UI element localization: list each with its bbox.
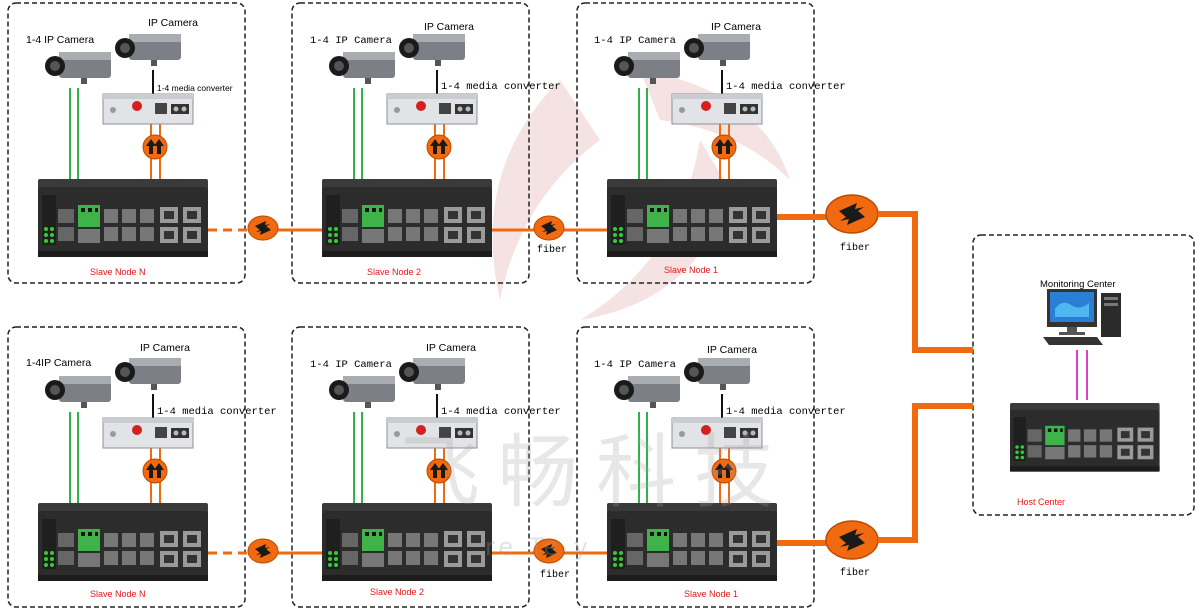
camera-left-label: 1-4 IP Camera [310,35,392,47]
node-label: Slave Node 1 [664,265,718,275]
fiber-coupler-icon [247,538,279,564]
ip-camera-icon [45,376,111,408]
camera-left-label: 1-4 IP Camera [594,35,676,47]
computer-icon [1043,289,1121,345]
media-converter-icon [102,417,194,449]
industrial-switch-icon [607,179,777,257]
industrial-switch-icon [38,179,208,257]
node-box [291,326,530,608]
converter-label: 1-4 media converter [441,406,561,418]
up-arrows-icon [711,134,737,160]
node-box [291,2,530,284]
node-label: Slave Node N [90,267,146,277]
node-box [7,2,246,284]
fiber-label: fiber [840,242,870,254]
camera-left-label: 1-4 IP Camera [310,359,392,371]
slave-node [322,358,492,581]
node-label: Slave Node 2 [370,587,424,597]
camera-right-label: IP Camera [711,21,761,33]
ip-camera-icon [614,376,680,408]
fiber-coupler-icon [247,215,279,241]
fiber-label: fiber [840,567,870,579]
watermark-text: 飞畅科技 [400,426,792,519]
slave-node [38,358,208,581]
node-box [7,326,246,608]
ip-camera-icon [115,358,181,390]
converter-label: 1-4 media converter [726,81,846,93]
watermark-latin: re Te y [485,533,592,561]
up-arrows-icon [142,134,168,160]
camera-right-label: IP Camera [140,342,190,354]
industrial-switch-icon [38,503,208,581]
camera-right-label: IP Camera [426,342,476,354]
camera-right-label: IP Camera [148,17,198,29]
industrial-switch-icon [322,179,492,257]
node-label: Slave Node N [90,589,146,599]
camera-left-label: 1-4IP Camera [26,357,91,369]
camera-right-label: IP Camera [424,21,474,33]
fiber-coupler-icon [825,194,879,234]
node-label: Slave Node 2 [367,267,421,277]
ip-camera-icon [399,358,465,390]
ip-camera-icon [45,52,111,84]
media-converter-icon [671,93,763,125]
node-box [576,2,815,284]
slave-node [322,34,492,257]
up-arrows-icon [426,134,452,160]
ip-camera-icon [329,52,395,84]
ip-camera-icon [329,376,395,408]
fiber-coupler-icon [533,215,565,241]
camera-left-label: 1-4 IP Camera [26,34,94,46]
fiber-label: fiber [537,244,567,256]
camera-left-label: 1-4 IP Camera [594,359,676,371]
ip-camera-icon [399,34,465,66]
media-converter-icon [102,93,194,125]
slave-node [607,358,777,581]
up-arrows-icon [142,458,168,484]
ip-camera-icon [115,34,181,66]
fiber-link [208,403,973,564]
monitoring-center-label: Monitoring Center [1040,279,1116,290]
camera-right-label: IP Camera [707,344,757,356]
ip-camera-icon [684,358,750,390]
host-center [1010,289,1160,472]
host-box [972,234,1195,516]
slave-node [607,34,777,257]
fiber-coupler-icon [825,520,879,560]
slave-node [38,34,208,257]
converter-label: 1-4 media converter [726,406,846,418]
host-center-label: Host Center [1017,497,1065,507]
node-box [576,326,815,608]
fiber-label: fiber [540,569,570,581]
fiber-link [208,194,973,353]
converter-label: 1-4 media converter [441,81,561,93]
ip-camera-icon [684,34,750,66]
media-converter-icon [386,93,478,125]
converter-label: 1-4 media converter [157,83,233,93]
node-label: Slave Node 1 [684,589,738,599]
converter-label: 1-4 media converter [157,406,277,418]
industrial-switch-icon [1010,402,1160,472]
